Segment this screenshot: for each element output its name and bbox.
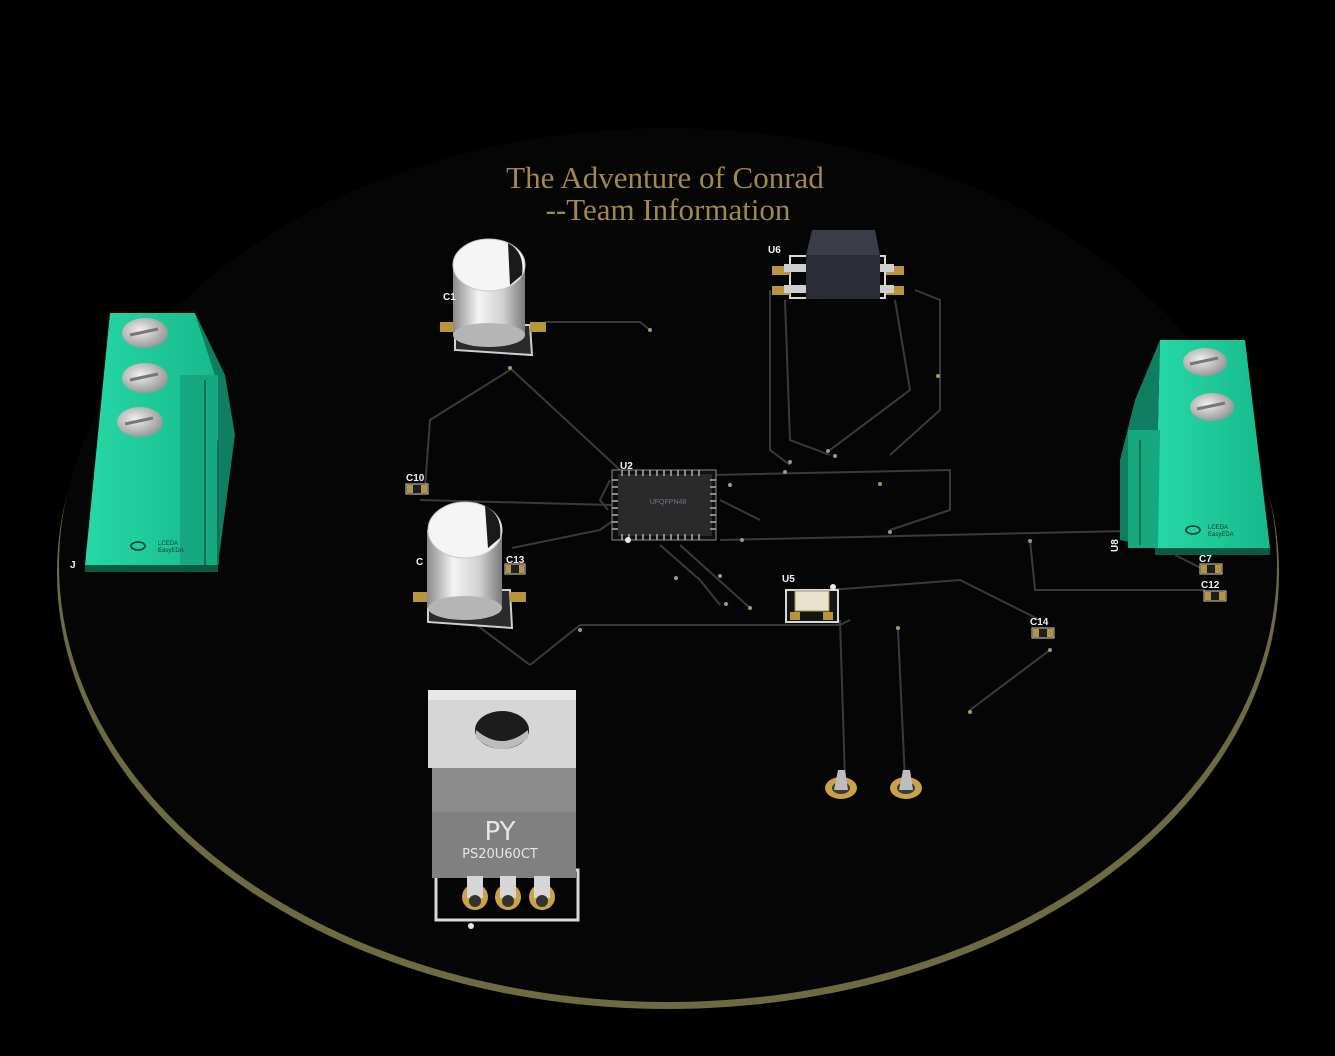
electrolytic-capacitor-mid[interactable]: C xyxy=(413,501,526,630)
screw-icon[interactable] xyxy=(1183,348,1227,376)
terminal-logo-line2-right: EasyEDA xyxy=(1208,532,1234,538)
pcb-board xyxy=(57,128,1279,1009)
designator-u2: U2 xyxy=(620,461,633,472)
terminal-block-left[interactable]: LCEDA EasyEDA J xyxy=(70,313,235,572)
designator-c-top: C1 xyxy=(443,292,456,303)
designator-u5: U5 xyxy=(782,574,795,585)
th-pad-left[interactable] xyxy=(825,770,857,799)
designator-j-left: J xyxy=(70,560,76,571)
regulator-pin xyxy=(495,876,521,910)
screw-icon[interactable] xyxy=(1190,393,1234,421)
regulator-pin xyxy=(529,876,555,910)
mcu-chip-u2[interactable]: UFQFPN48 U2 xyxy=(611,461,717,543)
terminal-logo-line2: EasyEDA xyxy=(158,548,184,554)
designator-c12: C12 xyxy=(1201,580,1220,591)
ic-u6[interactable]: U6 xyxy=(768,230,904,299)
designator-c13: C13 xyxy=(506,555,525,566)
designator-c7: C7 xyxy=(1199,554,1212,565)
board-title-line2: --Team Information xyxy=(546,192,791,227)
screw-icon[interactable] xyxy=(117,407,163,437)
smd-capacitor-c12[interactable]: C12 xyxy=(1201,580,1227,602)
crystal-u5[interactable]: U5 xyxy=(782,574,839,623)
th-pad-right[interactable] xyxy=(890,770,922,799)
screw-icon[interactable] xyxy=(122,318,168,348)
smd-capacitor-c14[interactable]: C14 xyxy=(1030,617,1055,639)
regulator-part-number: PS20U60CT xyxy=(462,847,538,862)
electrolytic-capacitor-top[interactable]: C1 xyxy=(440,238,546,357)
smd-capacitor-c7[interactable]: C7 xyxy=(1199,554,1223,575)
terminal-logo-line1: LCEDA xyxy=(158,541,178,547)
board-title-line1: The Adventure of Conrad xyxy=(506,160,824,195)
regulator-pin xyxy=(462,876,488,910)
to220-package[interactable]: PY PS20U60CT xyxy=(428,690,580,929)
smd-capacitor-c13[interactable]: C13 xyxy=(504,555,526,575)
copper-traces xyxy=(419,289,1206,781)
designator-c10: C10 xyxy=(406,473,425,484)
designator-c14: C14 xyxy=(1030,617,1049,628)
vias xyxy=(508,328,1052,714)
cloud-icon xyxy=(1185,525,1201,535)
cloud-icon xyxy=(130,541,146,551)
mcu-marking: UFQFPN48 xyxy=(650,499,687,506)
smd-capacitor-c10[interactable]: C10 xyxy=(405,473,429,495)
screw-icon[interactable] xyxy=(122,363,168,393)
regulator-logo: PY xyxy=(485,817,516,847)
terminal-logo-line1-right: LCEDA xyxy=(1208,525,1228,531)
designator-u6: U6 xyxy=(768,245,781,256)
designator-c-mid: C xyxy=(416,557,423,568)
terminal-block-right[interactable]: LCEDA EasyEDA U8 xyxy=(1110,340,1270,555)
designator-u8: U8 xyxy=(1110,539,1121,552)
